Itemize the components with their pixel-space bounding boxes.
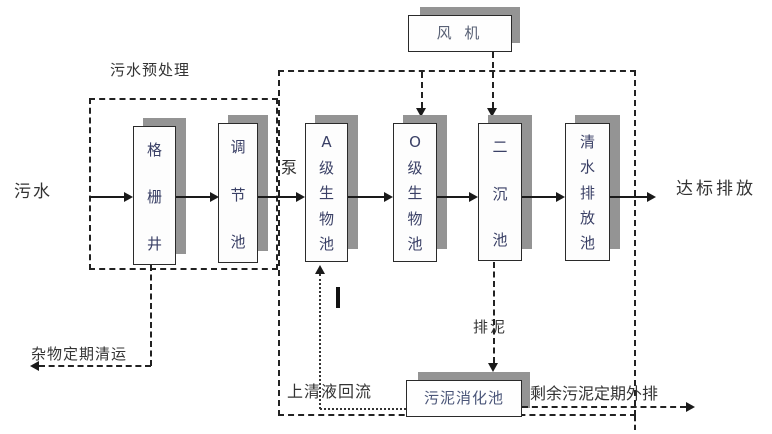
- tank-o-level-bio: O 级 生 物 池: [393, 123, 437, 262]
- tank-secondary-sedimentation: 二 沉 池: [478, 123, 522, 261]
- aeration-line-blower: [492, 52, 494, 108]
- tank-grid-well: 格 栅 井: [133, 126, 176, 265]
- digestion-tank-box: 污泥消化池: [406, 380, 522, 417]
- digestion-tank-label: 污泥消化池: [423, 389, 504, 407]
- debris-arrowhead: [30, 361, 39, 371]
- flow-arrowhead: [469, 192, 478, 202]
- supernatant-arrowhead: [315, 265, 325, 274]
- flow-arrow-secondary-to-clean: [522, 196, 556, 198]
- supernatant-line-horizontal: [320, 408, 406, 410]
- label-pump: 泵: [281, 158, 298, 177]
- tank-char: 物: [318, 209, 334, 228]
- tank-char: 水: [579, 158, 595, 177]
- flow-arrowhead: [210, 192, 219, 202]
- tank-char: 池: [579, 234, 595, 252]
- flow-arrow-outflow: [610, 196, 647, 198]
- tank-char: 池: [230, 233, 246, 251]
- flow-arrow-inflow: [89, 196, 124, 198]
- label-excess-sludge: 剩余污泥定期外排: [530, 384, 659, 403]
- tank-char: 节: [230, 185, 246, 204]
- label-sludge-discharge: 排泥: [473, 318, 508, 336]
- tank-char: 生: [318, 184, 334, 202]
- excess-sludge-line: [522, 406, 686, 408]
- tank-char: 排: [579, 183, 595, 202]
- flow-arrowhead: [296, 192, 305, 202]
- tank-char: 物: [407, 209, 423, 228]
- tank-char: 清: [579, 133, 595, 151]
- flow-arrow-o-to-secondary: [437, 196, 469, 198]
- label-pretreatment: 污水预处理: [110, 61, 191, 79]
- tank-char: 级: [407, 158, 423, 177]
- tank-char: 沉: [492, 184, 508, 203]
- tank-char: 放: [579, 208, 595, 227]
- aeration-arrowhead-o-tank: [416, 108, 426, 117]
- label-inflow: 污水: [14, 182, 52, 202]
- flow-arrow-regulating-to-a: [258, 196, 296, 198]
- tank-char: 二: [492, 138, 508, 156]
- tank-char: O: [409, 133, 421, 151]
- aeration-line-branch: [421, 72, 423, 108]
- tank-char: 级: [318, 158, 334, 177]
- blower-box: 风 机: [408, 15, 512, 52]
- flow-arrow-a-to-o: [348, 196, 384, 198]
- sludge-arrowhead: [488, 363, 498, 372]
- tank-char: A: [321, 133, 332, 151]
- tank-char: 池: [318, 235, 334, 253]
- tank-char: 调: [230, 138, 246, 156]
- tank-char: 池: [492, 231, 508, 249]
- tank-clean-water-discharge: 清 水 排 放 池: [565, 123, 610, 261]
- tank-char: 格: [146, 141, 162, 159]
- aeration-arrowhead-secondary: [487, 108, 497, 117]
- flow-arrowhead: [384, 192, 393, 202]
- label-outflow: 达标排放: [676, 179, 756, 199]
- debris-line-vertical: [150, 265, 152, 366]
- tank-regulating: 调 节 池: [218, 123, 258, 263]
- tick-mark: [336, 287, 340, 308]
- pretreatment-dashed-box: [89, 98, 278, 270]
- excess-sludge-arrowhead: [686, 402, 695, 412]
- tank-char: 生: [407, 184, 423, 202]
- flow-arrow-grid-to-regulating: [176, 196, 210, 198]
- flow-arrowhead: [647, 192, 656, 202]
- supernatant-line-vertical: [319, 274, 321, 409]
- tank-a-level-bio: A 级 生 物 池: [305, 123, 348, 262]
- tank-char: 栅: [146, 188, 162, 206]
- tank-char: 池: [407, 235, 423, 253]
- label-debris-removal: 杂物定期清运: [31, 345, 128, 363]
- debris-line-horizontal: [39, 365, 151, 367]
- flow-arrowhead: [556, 192, 565, 202]
- sludge-line-vertical: [493, 262, 495, 363]
- main-box-right-edge-extension: [634, 416, 636, 430]
- label-supernatant-return: 上清液回流: [287, 382, 373, 401]
- tank-char: 井: [146, 235, 162, 253]
- flow-arrowhead: [124, 192, 133, 202]
- blower-label: 风 机: [436, 24, 484, 42]
